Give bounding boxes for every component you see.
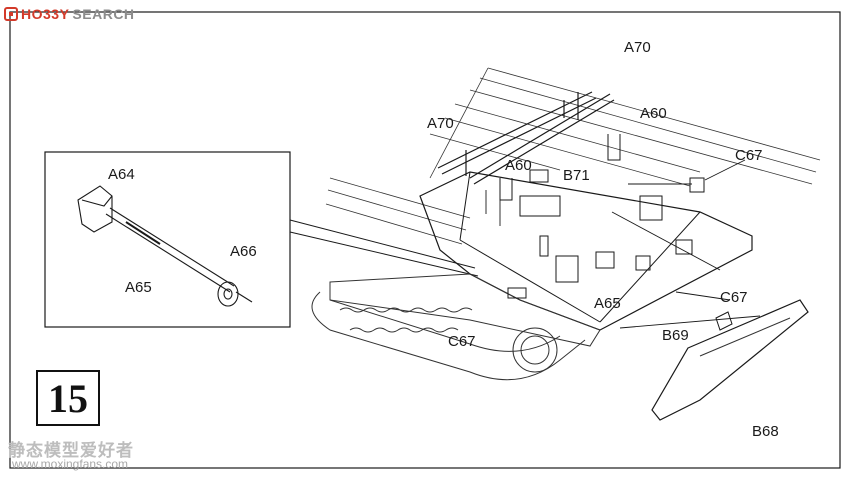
callout-line — [289, 231, 479, 277]
inset-parts — [77, 185, 253, 307]
rear-plate — [419, 171, 753, 331]
part-label-a60-top: A60 — [640, 105, 667, 122]
side-hull — [329, 273, 601, 347]
part-label-b69: B69 — [662, 327, 689, 344]
part-label-c67-left: C67 — [448, 333, 476, 350]
inset-box — [44, 151, 291, 328]
brand-logo: HO33Y SEARCH — [4, 6, 135, 22]
leader-lines — [485, 159, 761, 329]
brand-mark-icon — [4, 7, 18, 21]
part-label-a65-main: A65 — [594, 295, 621, 312]
part-label-a60-mid: A60 — [505, 157, 532, 174]
watermark-cn: 静态模型爱好者 — [8, 441, 134, 461]
part-label-c67-top: C67 — [735, 147, 763, 164]
brand-search: SEARCH — [72, 6, 135, 22]
part-label-a66: A66 — [230, 243, 257, 260]
part-label-b68: B68 — [752, 423, 779, 440]
step-number: 15 — [48, 375, 88, 421]
rear-mudguard — [651, 299, 809, 421]
callout-line — [289, 219, 476, 269]
track — [311, 291, 586, 381]
deck-fittings — [499, 134, 733, 331]
grab-rails — [437, 91, 615, 185]
part-label-b71: B71 — [563, 167, 590, 184]
watermark-url: www.moxingfans.com — [12, 457, 129, 471]
part-label-a70-top: A70 — [624, 39, 651, 56]
part-label-a70-left: A70 — [427, 115, 454, 132]
brand-name: HO33Y — [21, 6, 70, 22]
part-label-c67-right: C67 — [720, 289, 748, 306]
part-label-a65-inset: A65 — [125, 279, 152, 296]
step-number-box: 15 — [36, 370, 100, 426]
page-frame — [9, 11, 841, 469]
deck-ribs — [325, 67, 821, 245]
part-label-a64: A64 — [108, 166, 135, 183]
